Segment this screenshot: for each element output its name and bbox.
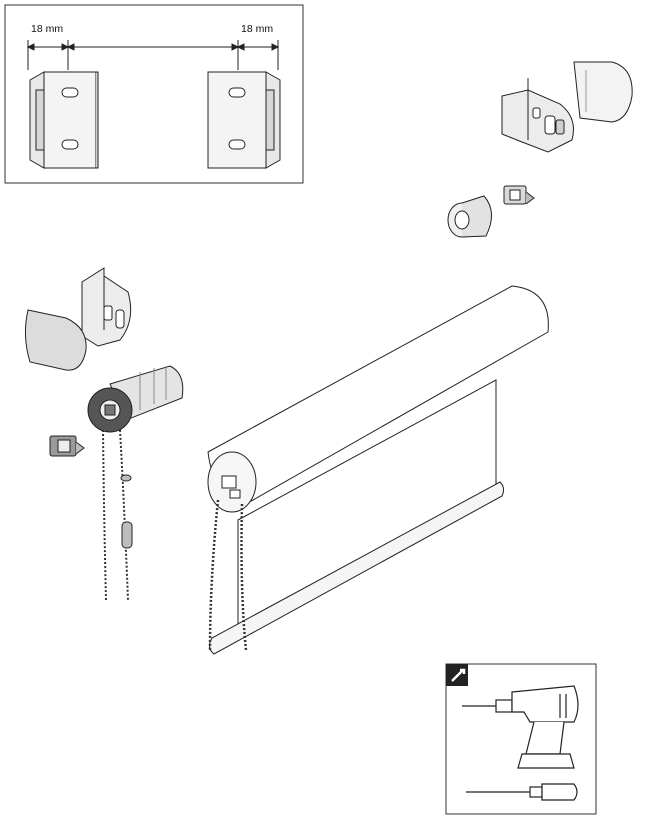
right-end-cover (573, 61, 633, 123)
roller-blind (207, 285, 549, 655)
bracket-spacing-inset: 18 mm 18 mm (4, 4, 304, 184)
idle-end-pin (503, 185, 535, 205)
right-bracket-assembly (501, 61, 633, 153)
upper-slot (61, 87, 79, 98)
operating-chain (208, 499, 248, 651)
control-end-pin (49, 435, 85, 457)
screwdriver-icon (466, 783, 578, 801)
right-dimension-label: 18 mm (241, 23, 273, 35)
upper-slot (228, 87, 246, 98)
left-end-cover (24, 309, 87, 371)
lower-slot (228, 139, 246, 150)
idle-end-plug (447, 195, 492, 238)
right-bracket-front-view (207, 71, 281, 169)
lower-slot (61, 139, 79, 150)
dimension-line (26, 40, 280, 70)
chain-connector (120, 474, 133, 549)
loose-bead-chain (102, 429, 129, 601)
power-drill-icon (462, 685, 579, 769)
left-bracket-assembly (24, 267, 132, 371)
left-dimension-label: 18 mm (31, 23, 63, 35)
right-wall-bracket (501, 89, 574, 153)
required-tools-box (445, 663, 597, 815)
left-bracket-front-view (29, 71, 99, 169)
clutch-control-unit (87, 365, 184, 433)
